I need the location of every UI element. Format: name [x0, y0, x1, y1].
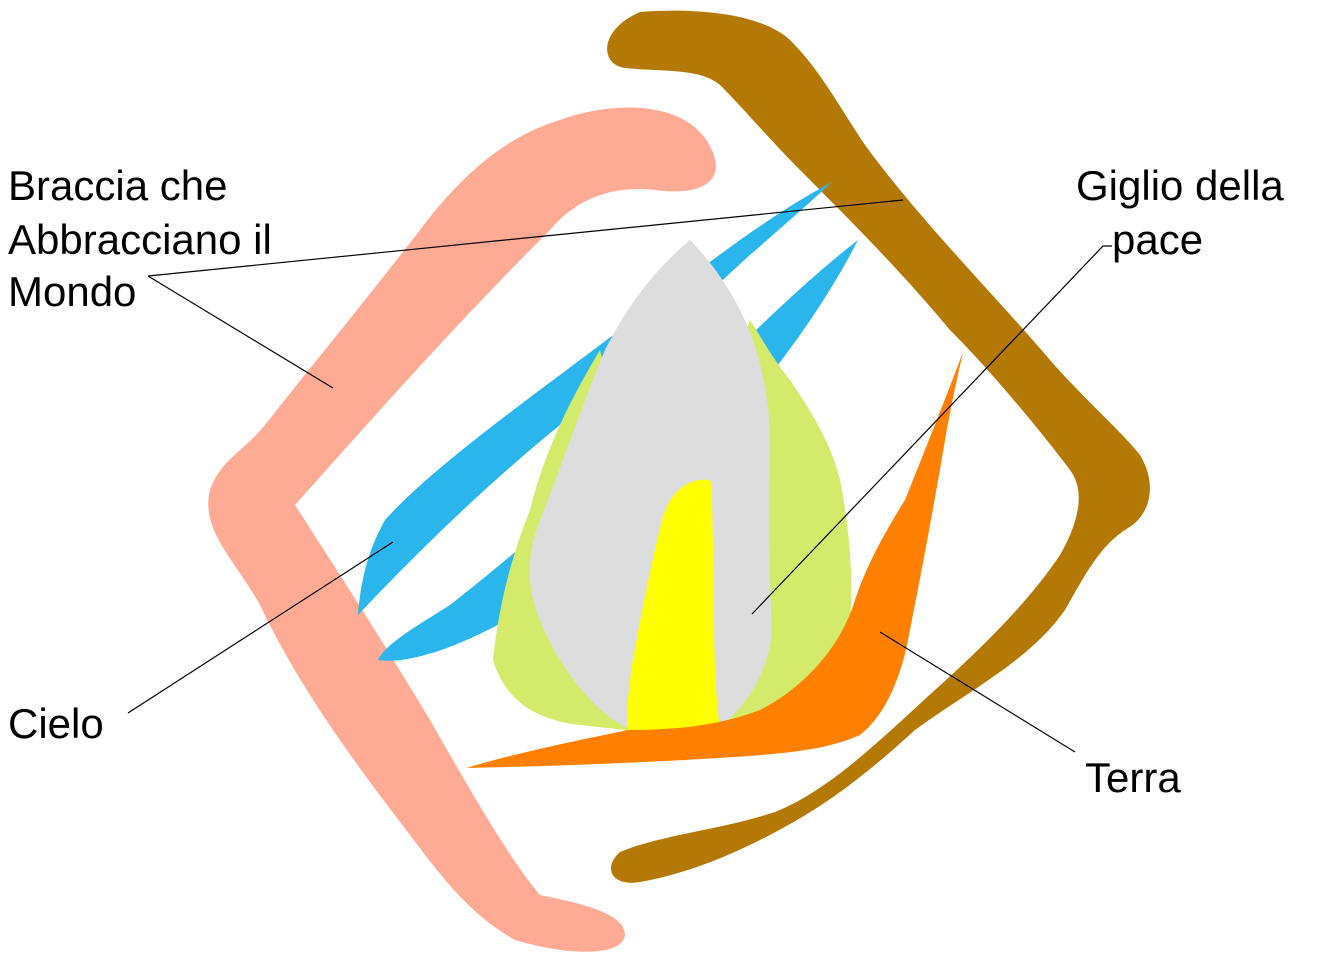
sky-label: Cielo: [8, 700, 104, 747]
lily-label-line1: Giglio della: [1076, 162, 1284, 209]
arms-leader-pink: [148, 276, 333, 388]
lily-label-line2: pace: [1112, 216, 1203, 263]
arms-label-line1: Braccia che: [8, 162, 227, 209]
arms-label-line2: Abbracciano il: [8, 216, 272, 263]
earth-label: Terra: [1085, 754, 1181, 801]
arms-label-line3: Mondo: [8, 268, 136, 315]
